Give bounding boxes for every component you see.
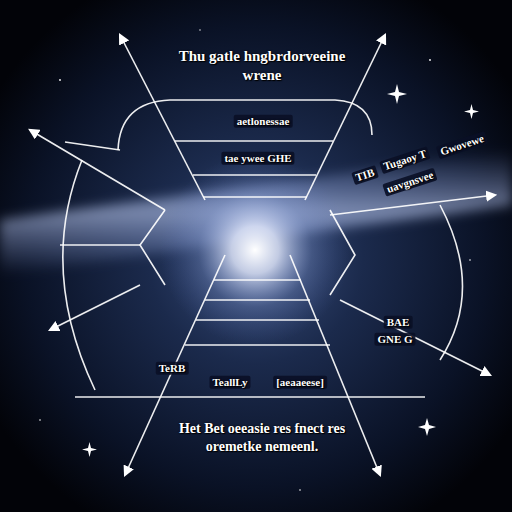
diagram-title: Thu gatle hngbrdorveeine wrene — [167, 47, 357, 85]
right-arc — [440, 205, 463, 360]
left-chevron — [140, 210, 165, 285]
base-line — [75, 396, 425, 398]
star — [469, 259, 471, 261]
left-arrow — [30, 130, 165, 210]
rung — [175, 140, 333, 142]
star-field — [39, 29, 479, 491]
rung — [214, 279, 301, 281]
left-arc — [63, 160, 95, 390]
star-sparkle — [82, 442, 97, 457]
left-arrow — [50, 285, 140, 330]
rung — [205, 299, 310, 301]
rung — [185, 344, 330, 346]
region-label: [aeaaeese] — [273, 376, 327, 389]
rung — [193, 174, 316, 176]
star — [39, 419, 41, 421]
rung — [196, 319, 319, 321]
right-arrow — [330, 195, 495, 215]
right-chevron — [330, 210, 355, 295]
left-tick — [60, 244, 140, 246]
star-sparkle — [387, 84, 407, 104]
center-glow — [160, 155, 350, 345]
hourglass-lines — [30, 35, 495, 475]
axis-label: BAE — [384, 316, 413, 329]
star — [429, 59, 431, 61]
region-label: tae ywee GHE — [221, 152, 294, 165]
diagram-caption: Het Bet oeeasie res fnect res oremetke n… — [172, 420, 352, 455]
star-sparkle — [464, 104, 479, 119]
star-sparkle — [418, 418, 436, 436]
top-arc — [118, 100, 372, 150]
star — [299, 489, 301, 491]
star — [199, 29, 200, 30]
rung — [203, 196, 307, 198]
region-label: aetlonessae — [234, 115, 293, 128]
region-label: TeRB — [156, 362, 189, 375]
region-label: TeallLy — [209, 376, 250, 389]
left-tick — [65, 142, 120, 150]
star — [59, 79, 61, 81]
right-arrow — [340, 300, 490, 375]
axis-label: GNE G — [374, 333, 415, 346]
